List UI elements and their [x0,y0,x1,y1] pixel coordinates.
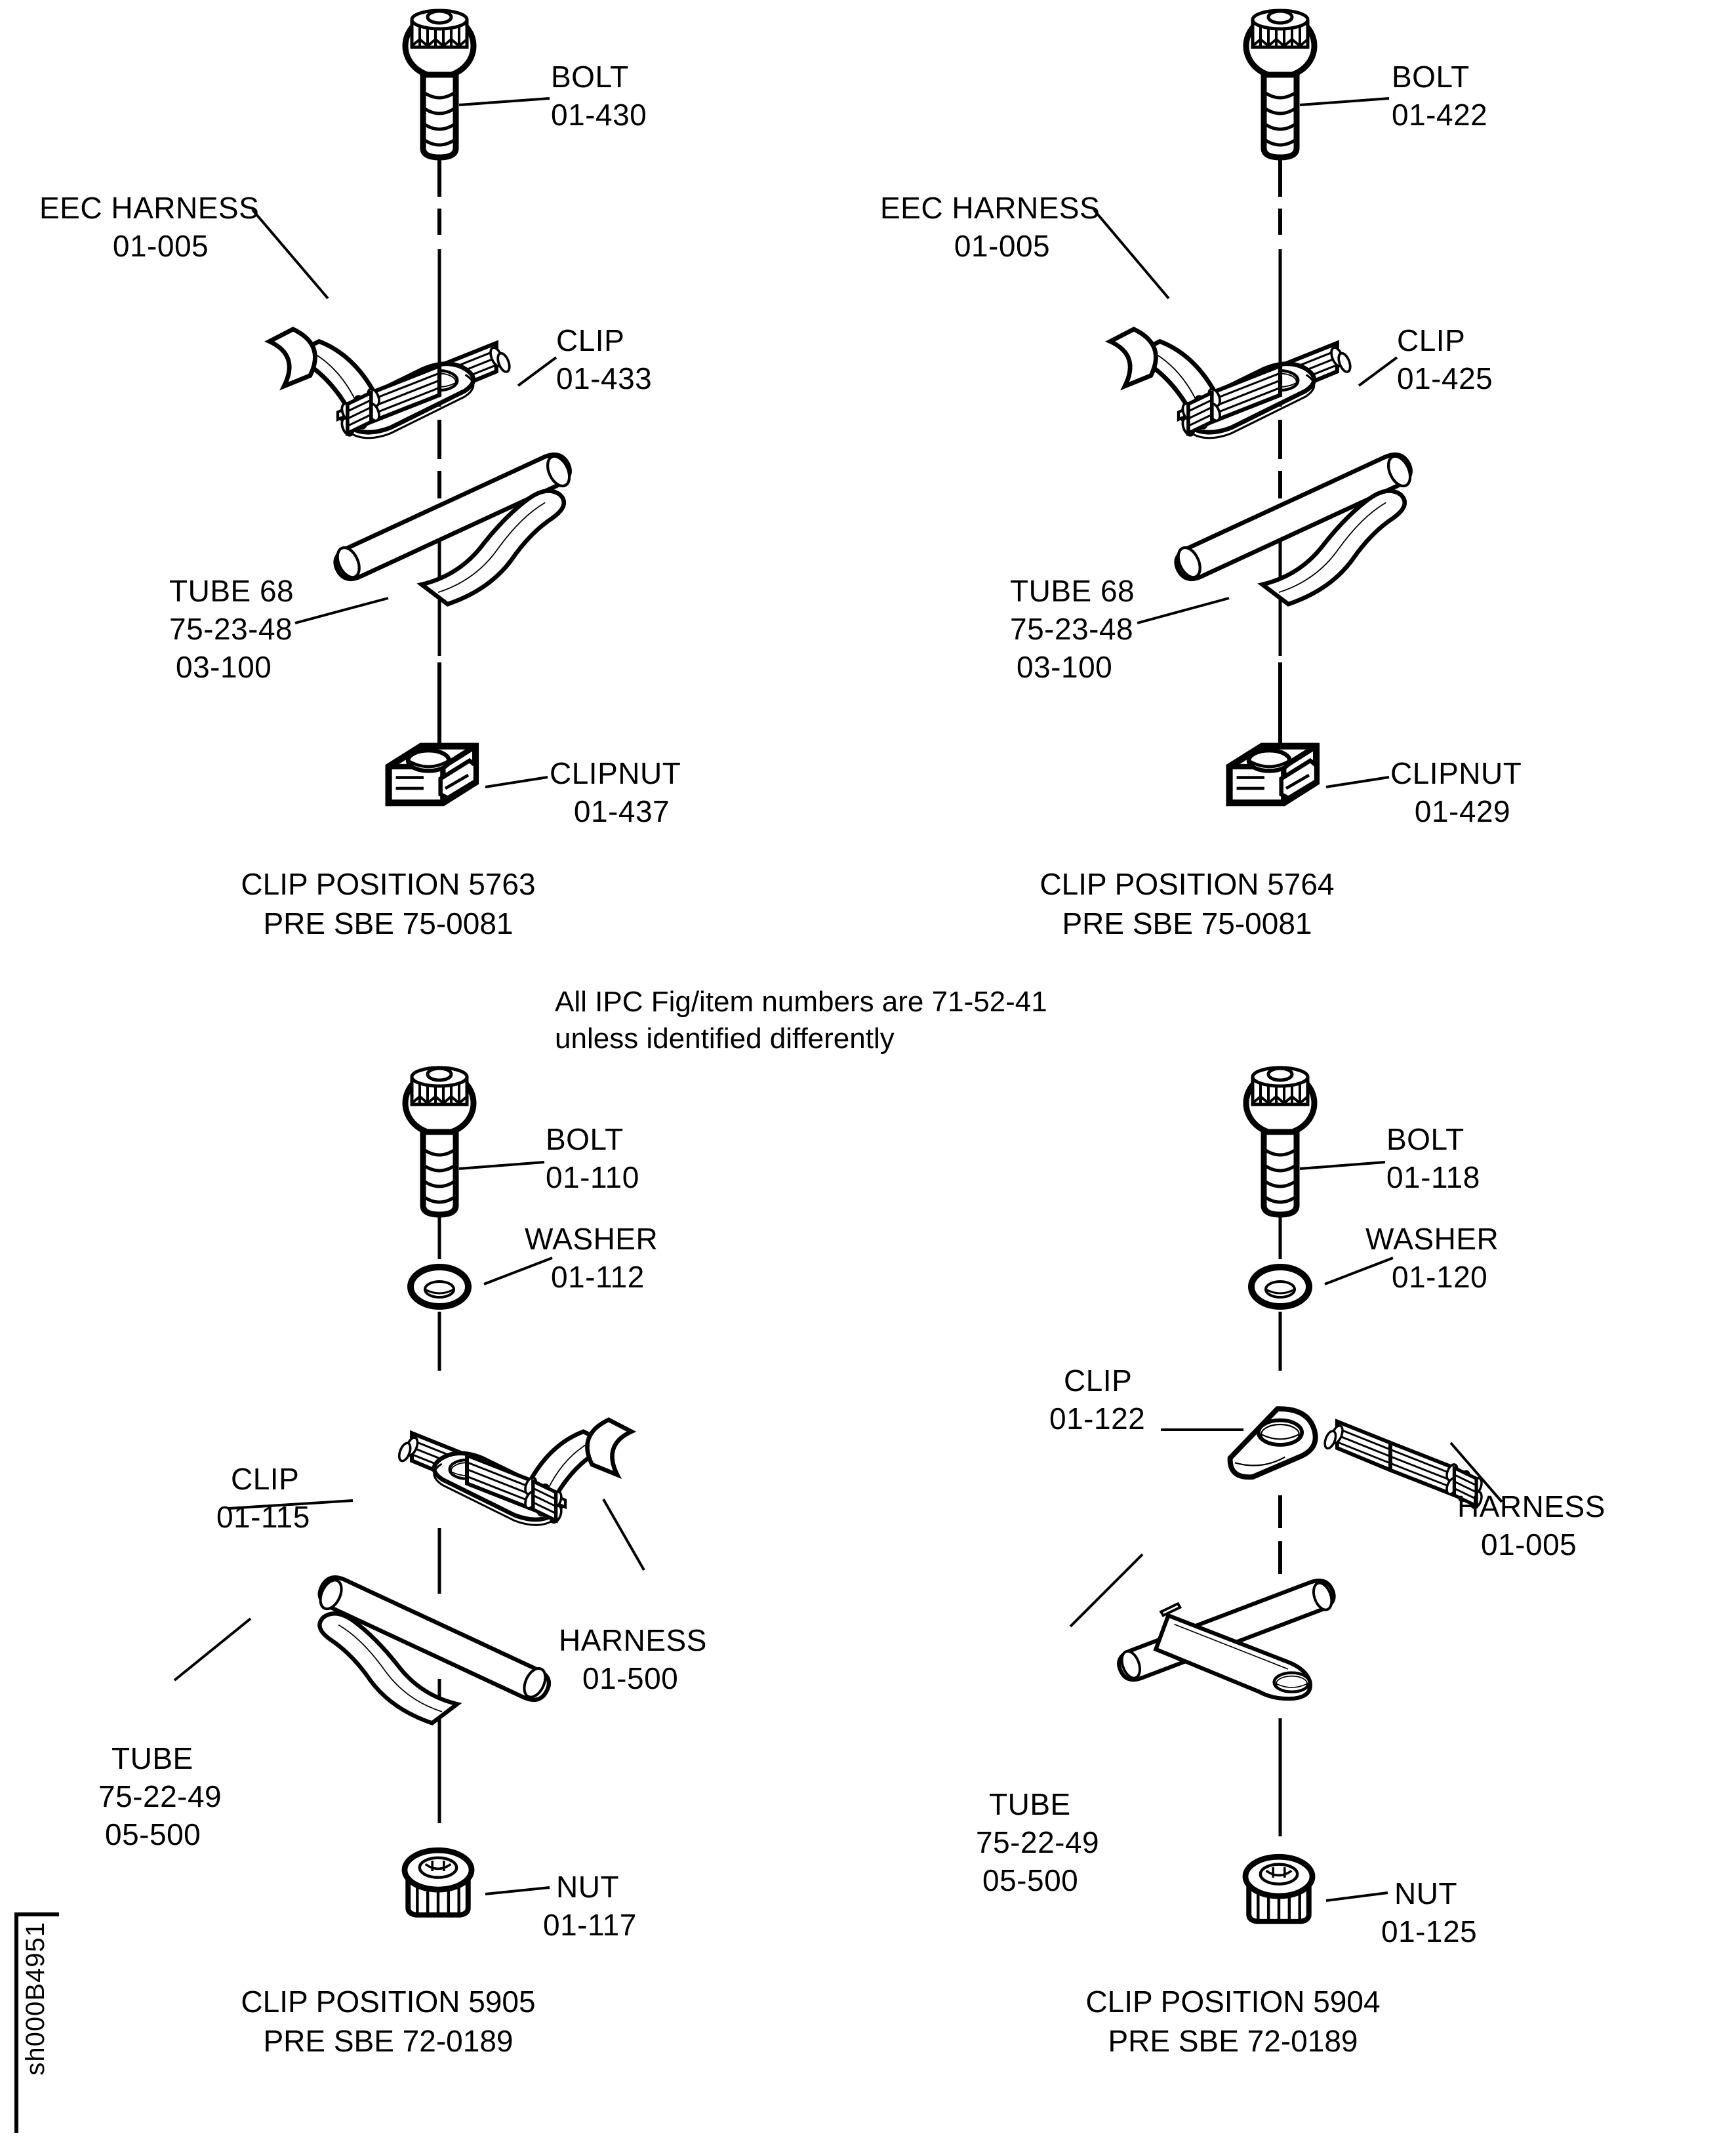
label-harness-item-5905: 01-500 [582,1661,679,1695]
panel-5904-artwork [1069,1068,1503,1924]
panel-5763-artwork [251,10,574,803]
label-washer-name-5905: WASHER [525,1222,658,1256]
caption-line1-5904: CLIP POSITION 5904 [1085,1985,1381,2019]
label-bolt-item-5764: 01-422 [1392,98,1488,132]
label-nut-name-5904: NUT [1394,1876,1458,1910]
label-nut-item-5904: 01-125 [1381,1914,1478,1948]
label-clipnut-name-5764: CLIPNUT [1390,756,1522,790]
label-clip-name-5904: CLIP [1064,1363,1133,1398]
label-washer-item-5904: 01-120 [1392,1260,1488,1294]
caption-line2-5764: PRE SBE 75-0081 [1062,906,1312,940]
label-clip-item-5905: 01-115 [216,1500,310,1534]
ipc-note-line1: All IPC Fig/item numbers are 71-52-41 [555,986,1047,1018]
label-nut-name-5905: NUT [556,1870,620,1904]
caption-line2-5905: PRE SBE 72-0189 [263,2024,514,2058]
label-bolt-item-5905: 01-110 [546,1160,639,1194]
label-tube-item2-5763: 03-100 [176,650,272,684]
label-tube-item1-5905: 75-22-49 [98,1779,222,1813]
panel-5764-artwork [1093,10,1415,803]
label-clipnut-item-5763: 01-437 [573,794,670,828]
caption-line2-5904: PRE SBE 72-0189 [1108,2024,1358,2058]
label-clip-name-5905: CLIP [231,1462,300,1496]
caption-line1-5763: CLIP POSITION 5763 [241,867,536,901]
ipc-note-line2: unless identified differently [555,1022,895,1055]
label-harness-item-5904: 01-005 [1481,1527,1577,1562]
label-tube-name-5904: TUBE [989,1787,1071,1821]
label-tube-item2-5905: 05-500 [105,1817,201,1851]
caption-line1-5764: CLIP POSITION 5764 [1040,867,1335,901]
label-clip-name-5764: CLIP [1397,323,1466,357]
label-bolt-name-5764: BOLT [1392,60,1470,94]
label-harness-name-5764: EEC HARNESS [880,191,1100,225]
label-tube-item1-5904: 75-22-49 [976,1825,1100,1859]
label-washer-name-5904: WASHER [1365,1222,1499,1256]
label-tube-name-5763: TUBE 68 [169,574,294,608]
label-harness-name-5905: HARNESS [559,1623,707,1657]
label-clip-item-5764: 01-425 [1397,361,1493,395]
panel-5905-artwork [173,1068,645,1917]
label-clipnut-item-5764: 01-429 [1414,794,1511,828]
label-harness-item-5763: 01-005 [112,229,209,263]
label-nut-item-5905: 01-117 [543,1908,637,1942]
label-tube-item1-5763: 75-23-48 [169,612,293,646]
label-bolt-item-5904: 01-118 [1386,1160,1480,1194]
label-tube-item2-5764: 03-100 [1017,650,1113,684]
label-bolt-name-5905: BOLT [546,1122,624,1156]
label-tube-name-5764: TUBE 68 [1010,574,1135,608]
label-bolt-name-5904: BOLT [1386,1122,1464,1156]
label-harness-item-5764: 01-005 [954,229,1051,263]
label-harness-name-5763: EEC HARNESS [39,191,260,225]
caption-line1-5905: CLIP POSITION 5905 [241,1985,536,2019]
sheet-code: sh000B4951 [21,1922,50,2076]
label-bolt-item-5763: 01-430 [551,98,647,132]
label-tube-name-5905: TUBE [111,1741,193,1775]
label-tube-item1-5764: 75-23-48 [1010,612,1134,646]
label-clip-item-5904: 01-122 [1049,1402,1146,1436]
label-clip-item-5763: 01-433 [556,361,653,395]
caption-line2-5763: PRE SBE 75-0081 [263,906,514,940]
label-bolt-name-5763: BOLT [551,60,629,94]
label-clip-name-5763: CLIP [556,323,625,357]
sheet-code-corner-mark [14,1912,59,2133]
label-tube-item2-5904: 05-500 [982,1863,1079,1897]
label-washer-item-5905: 01-112 [551,1260,645,1294]
label-harness-name-5904: HARNESS [1457,1489,1605,1524]
label-clipnut-name-5763: CLIPNUT [550,756,681,790]
